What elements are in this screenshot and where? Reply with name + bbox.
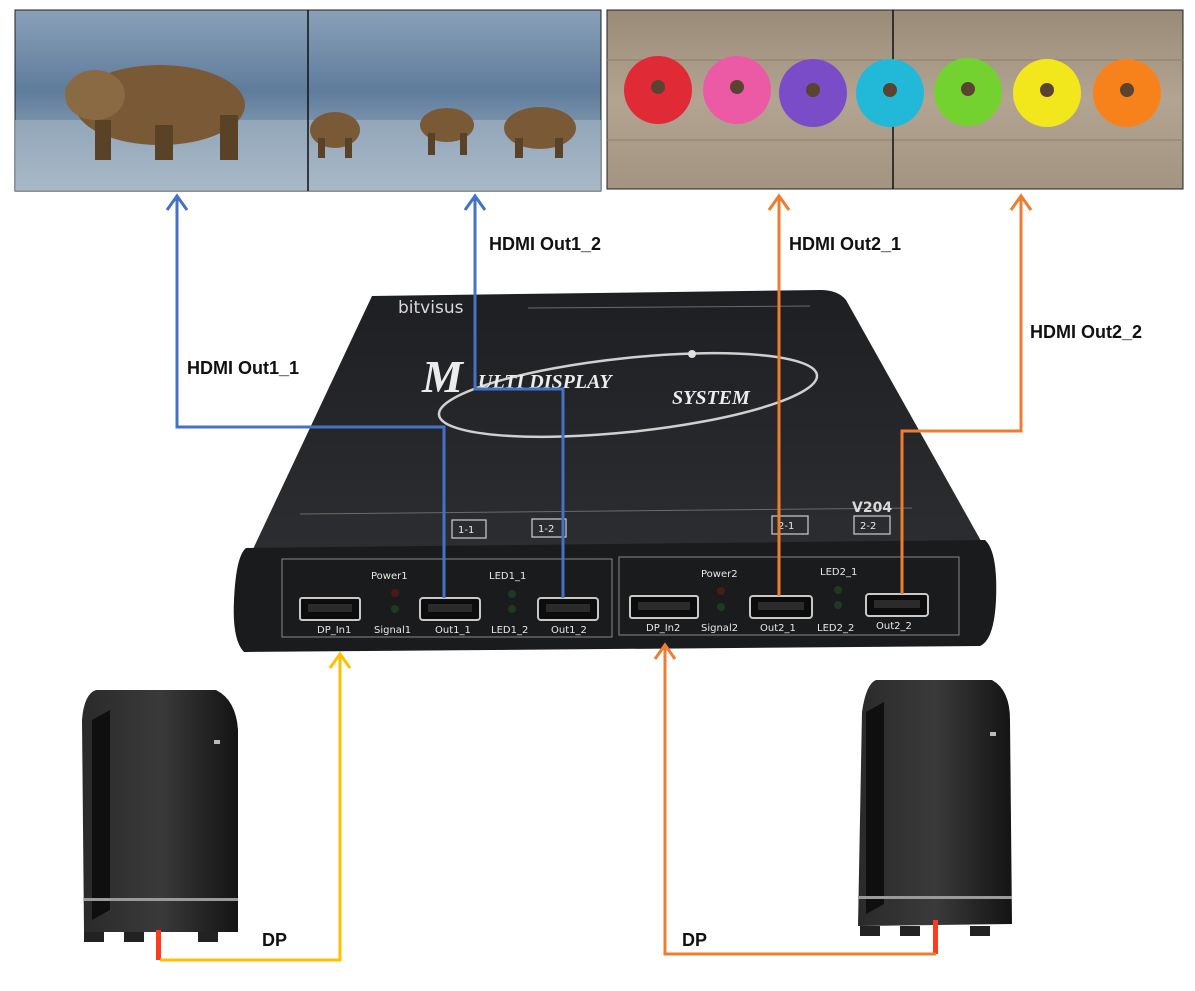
- connector-dp-left: [160, 651, 352, 962]
- svg-text:2-1: 2-1: [778, 521, 794, 532]
- out1-2-port[interactable]: [537, 597, 599, 621]
- signal1-led: [391, 605, 399, 613]
- led2-2: [834, 601, 842, 609]
- led1-1-label: LED1_1: [489, 571, 526, 582]
- led2-1-label: LED2_1: [820, 567, 857, 578]
- label-hdmi-out2-2: HDMI Out2_2: [1030, 322, 1143, 342]
- bear-cub-icon: [420, 108, 474, 155]
- signal2-label: Signal2: [701, 623, 738, 634]
- model-text: V204: [852, 500, 892, 516]
- led1-2: [508, 605, 516, 613]
- out2-1-label: Out2_1: [760, 623, 796, 634]
- display-left: [14, 9, 602, 192]
- logo-line2: SYSTEM: [672, 387, 751, 409]
- out2-1-port[interactable]: [749, 595, 813, 619]
- out1-2-label: Out1_2: [551, 625, 587, 636]
- dp-in2-label: DP_In2: [646, 623, 680, 634]
- svg-text:1-2: 1-2: [538, 524, 554, 535]
- donut-icon: [624, 56, 692, 124]
- out2-2-port[interactable]: [865, 593, 929, 617]
- button-2-1[interactable]: 2-1: [771, 515, 809, 535]
- bear-cub-icon: [504, 107, 576, 158]
- power2-label: Power2: [701, 569, 738, 580]
- connector-hdmi-out2-1: [767, 193, 791, 596]
- multi-display-device: bitvisus M ULTI DISPLAY SYSTEM V204 1-1 …: [233, 290, 997, 652]
- label-dp-right: DP: [682, 930, 708, 950]
- label-hdmi-out1-1: HDMI Out1_1: [187, 358, 300, 378]
- dp-in1-port[interactable]: [299, 597, 361, 621]
- pc-left-icon: [82, 690, 238, 960]
- button-1-2[interactable]: 1-2: [531, 518, 567, 538]
- donut-icon: [1093, 59, 1161, 127]
- donut-icon: [934, 58, 1002, 126]
- dp-in1-label: DP_In1: [317, 625, 351, 636]
- power2-led: [717, 587, 725, 595]
- connector-hdmi-out2-2: [900, 193, 1033, 594]
- led1-2-label: LED1_2: [491, 625, 528, 636]
- svg-text:1-1: 1-1: [458, 525, 474, 536]
- donut-icon: [856, 59, 924, 127]
- led2-1: [834, 586, 842, 594]
- bear-icon: [65, 65, 245, 160]
- donut-icon: [779, 59, 847, 127]
- label-hdmi-out2-1: HDMI Out2_1: [789, 234, 902, 254]
- label-dp-left: DP: [262, 930, 288, 950]
- button-1-1[interactable]: 1-1: [451, 519, 487, 539]
- brand-text: bitvisus: [398, 298, 464, 318]
- donut-icon: [703, 56, 771, 124]
- signal2-led: [717, 603, 725, 611]
- connector-hdmi-out1-1: [165, 193, 446, 598]
- bear-cub-icon: [310, 112, 360, 158]
- dp-in2-port[interactable]: [629, 595, 699, 619]
- connector-hdmi-out1-2: [463, 193, 565, 598]
- display-right: [606, 9, 1184, 190]
- logo-initial: M: [421, 351, 465, 402]
- connector-dp-right: [653, 642, 936, 956]
- out1-1-port[interactable]: [419, 597, 481, 621]
- button-2-2[interactable]: 2-2: [853, 515, 891, 535]
- label-hdmi-out1-2: HDMI Out1_2: [489, 234, 602, 254]
- out1-1-label: Out1_1: [435, 625, 471, 636]
- pc-right-icon: [858, 680, 1012, 954]
- led1-1: [508, 590, 516, 598]
- donut-icon: [1013, 59, 1081, 127]
- power1-led: [391, 589, 399, 597]
- svg-text:2-2: 2-2: [860, 521, 876, 532]
- led2-2-label: LED2_2: [817, 623, 854, 634]
- power1-label: Power1: [371, 571, 408, 582]
- out2-2-label: Out2_2: [876, 621, 912, 632]
- signal1-label: Signal1: [374, 625, 411, 636]
